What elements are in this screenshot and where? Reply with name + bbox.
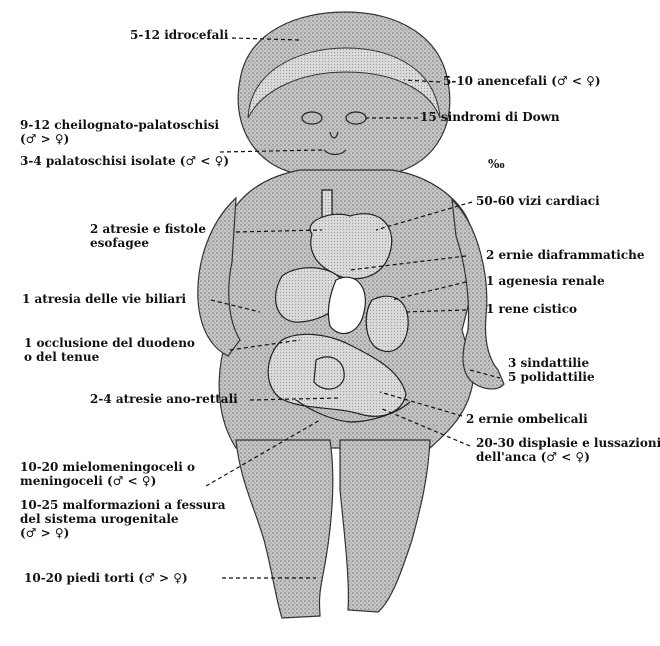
- label-anencefali: 5-10 anencefali (♂ < ♀): [443, 74, 601, 88]
- label-rene-cistico: 1 rene cistico: [486, 302, 577, 316]
- label-atresie-ano: 2-4 atresie ano-rettali: [90, 392, 238, 406]
- label-ernie-ombelicali: 2 ernie ombelicali: [466, 412, 588, 426]
- label-vizi-cardiaci: 50-60 vizi cardiaci: [476, 194, 600, 208]
- label-idrocefali: 5-12 idrocefali: [130, 28, 228, 42]
- label-down: 15 sindromi di Down: [420, 110, 560, 124]
- label-ernie-diaframmatiche: 2 ernie diaframmatiche: [486, 248, 645, 262]
- label-cheilognato: 9-12 cheilognato-palatoschisi(♂ > ♀): [20, 118, 219, 146]
- label-palatoschisi: 3-4 palatoschisi isolate (♂ < ♀): [20, 154, 229, 168]
- permille-mark: ‰: [488, 157, 505, 171]
- label-atresia-biliari: 1 atresia delle vie biliari: [22, 292, 186, 306]
- label-agenesia-renale: 1 agenesia renale: [486, 274, 605, 288]
- label-piedi-torti: 10-20 piedi torti (♂ > ♀): [24, 571, 188, 585]
